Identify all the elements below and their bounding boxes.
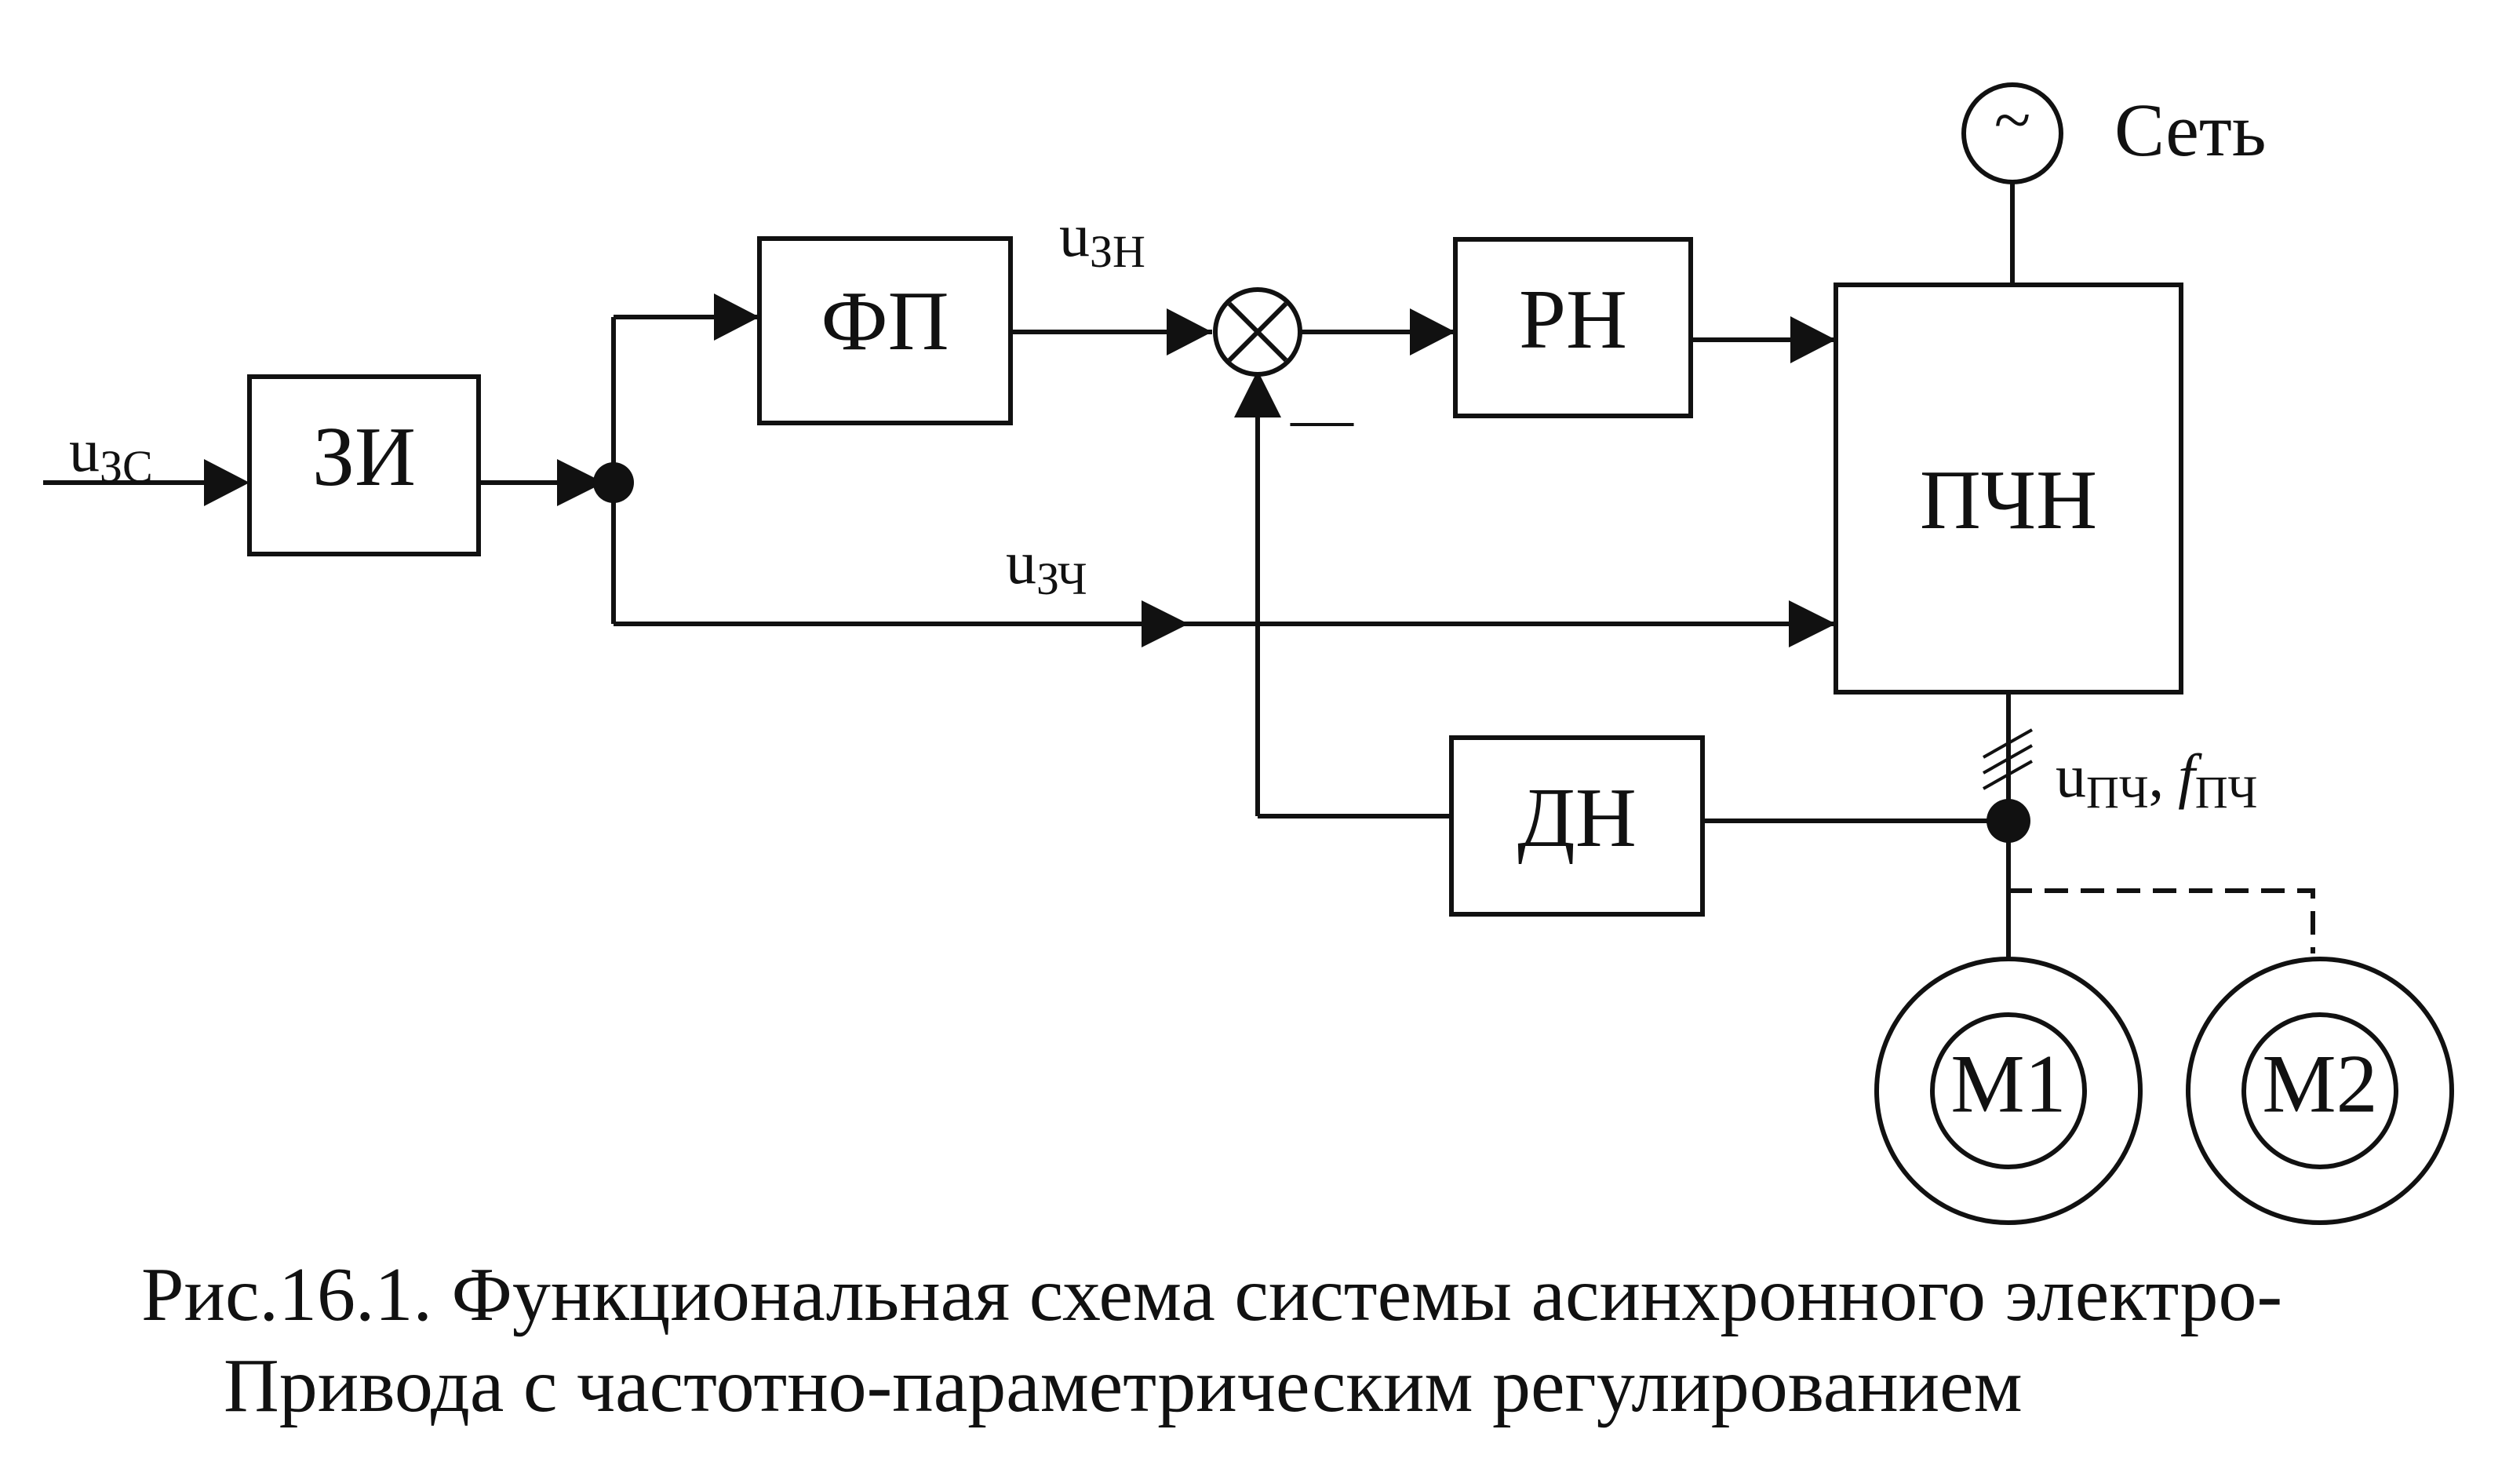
caption-line-2: Привода с частотно-параметрическим регул… xyxy=(224,1344,2023,1428)
motor-m1-label: М1 xyxy=(1950,1037,2066,1129)
zi-output-arrow xyxy=(557,459,604,506)
fp-block: ФП xyxy=(757,236,1013,425)
fp-box xyxy=(757,236,1013,425)
network-source-circle xyxy=(1961,82,2063,184)
u-zch-label: uЗЧ xyxy=(1006,528,1087,604)
pchn-input-arrow xyxy=(1790,316,1836,363)
rn-input-arrow xyxy=(1410,308,1455,355)
rn-label: РН xyxy=(1519,273,1627,366)
u-pch-base: u xyxy=(2056,742,2086,810)
fp-input-arrow xyxy=(714,293,759,341)
network-source-symbol: ~ xyxy=(1994,82,2031,158)
rn-block: РН xyxy=(1453,237,1693,418)
feedback-arrow xyxy=(1234,370,1281,417)
u-pch-subscript: ПЧ xyxy=(2086,767,2149,818)
input-branch-dot xyxy=(593,462,634,503)
zi-label: ЗИ xyxy=(312,410,416,504)
u-zn-subscript: ЗН xyxy=(1090,226,1145,277)
motor-m1-inner xyxy=(1930,1012,2087,1169)
feedback-minus-sign: — xyxy=(1290,385,1354,454)
fp-output-arrow xyxy=(1167,308,1212,355)
summing-junction xyxy=(1213,287,1302,377)
junction-dots xyxy=(593,462,2030,843)
zi-block: ЗИ xyxy=(247,374,481,556)
u-zn-base: u xyxy=(1059,201,1090,269)
u-zc-label: uЗС xyxy=(69,416,153,492)
u-zc-base: u xyxy=(69,416,100,484)
u-pch-f-pch-label: uПЧ,fПЧ xyxy=(2056,742,2257,818)
dn-block: ДН xyxy=(1449,735,1705,917)
input-arrow xyxy=(204,459,249,506)
u-zch-subscript: ЗЧ xyxy=(1036,553,1087,604)
u-zch-arrow-middle xyxy=(1142,600,1189,647)
motor-m1: М1 xyxy=(1874,957,2143,1225)
rn-box xyxy=(1453,237,1693,418)
three-phase-mark xyxy=(1983,728,2033,790)
pchn-label: ПЧН xyxy=(1920,454,2097,547)
pchn-box xyxy=(1834,283,2183,695)
fp-label: ФП xyxy=(821,275,949,368)
u-zc-subscript: ЗС xyxy=(100,441,153,492)
network-label: Сеть xyxy=(2114,88,2267,172)
u-zch-arrow-pchn xyxy=(1789,600,1836,647)
f-pch-subscript: ПЧ xyxy=(2195,767,2258,818)
network-source: ~ Сеть xyxy=(1961,82,2267,184)
signal-comma: , xyxy=(2149,742,2165,810)
dn-box xyxy=(1449,735,1705,917)
dashed-m2-connection xyxy=(2008,888,2315,953)
diagram-lines xyxy=(43,182,2315,961)
dn-label: ДН xyxy=(1517,771,1637,865)
summing-cross-b xyxy=(1227,301,1288,363)
pchn-block: ПЧН xyxy=(1834,283,2183,695)
u-zch-base: u xyxy=(1006,528,1036,596)
zi-box xyxy=(247,374,481,556)
u-zn-label: uЗН xyxy=(1059,201,1145,277)
motor-m2-label: М2 xyxy=(2262,1037,2377,1129)
output-branch-dot xyxy=(1987,799,2030,843)
figure-caption: Рис.16.1. Функциональная схема системы а… xyxy=(141,1252,2282,1428)
motor-m2-inner xyxy=(2241,1012,2398,1169)
motor-m2: М2 xyxy=(2186,957,2454,1225)
signal-labels: uЗС uЗН uЗЧ — uПЧ,fПЧ xyxy=(69,201,2257,818)
caption-line-1: Рис.16.1. Функциональная схема системы а… xyxy=(141,1252,2282,1337)
